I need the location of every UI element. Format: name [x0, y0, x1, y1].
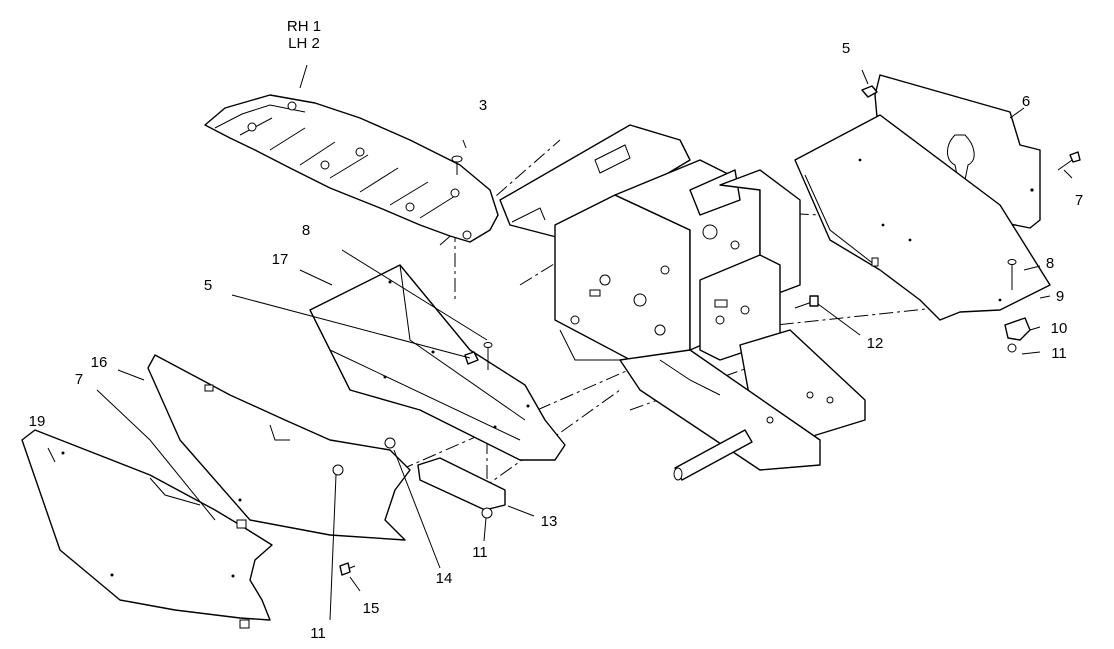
clip-part-5-top	[861, 85, 878, 98]
main-frame-assembly	[499, 124, 866, 481]
bolt-part-15	[339, 562, 356, 576]
side-panel-part-17	[309, 264, 566, 461]
bolt-part-12	[794, 295, 819, 309]
callout-17: 17	[272, 251, 289, 268]
callout-5-left: 5	[204, 277, 212, 294]
clip-part-5-left	[464, 351, 479, 365]
callout-19: 19	[29, 413, 46, 430]
callout-11-right: 11	[1051, 345, 1067, 362]
callout-11-bottom-left: 11	[310, 625, 326, 642]
callout-14: 14	[436, 570, 453, 587]
nut-part-11-right	[1007, 343, 1017, 353]
callout-6: 6	[1022, 93, 1030, 110]
fender-part-19	[21, 429, 273, 629]
callout-7-left: 7	[75, 371, 83, 388]
running-board-part	[204, 94, 499, 243]
callout-9: 9	[1056, 288, 1064, 305]
callout-7-right: 7	[1075, 192, 1083, 209]
callout-lh2: LH 2	[288, 35, 320, 52]
washer-part-14	[384, 437, 396, 449]
callout-5-top: 5	[842, 40, 850, 57]
callout-rh1: RH 1	[287, 18, 321, 35]
bracket-part-13	[417, 457, 506, 511]
callout-15: 15	[363, 600, 380, 617]
callout-13: 13	[541, 513, 558, 530]
nut-part-11-left	[332, 464, 344, 476]
callout-11-bottom-mid: 11	[472, 544, 488, 561]
callout-12: 12	[867, 335, 884, 352]
nut-part-11-mid	[481, 507, 493, 519]
floor-panel-part-9	[794, 114, 1051, 321]
callout-labels: RH 1 LH 2 3 5 6 7 8 9 10 11 12 8 17 5 16…	[29, 18, 1084, 642]
bolt-part-8-left	[483, 342, 493, 370]
bracket-part-10	[1004, 317, 1031, 341]
leader-lines	[47, 64, 1073, 621]
fastener-part-3	[451, 155, 463, 175]
callout-8-left: 8	[302, 222, 310, 239]
callout-3: 3	[479, 97, 487, 114]
callout-10: 10	[1051, 320, 1068, 337]
lower-panel-part-16	[147, 354, 411, 541]
callout-16: 16	[91, 354, 108, 371]
bolt-part-8-right	[1007, 259, 1017, 290]
bolt-part-7-right	[1057, 151, 1081, 171]
callout-8-right: 8	[1046, 255, 1054, 272]
